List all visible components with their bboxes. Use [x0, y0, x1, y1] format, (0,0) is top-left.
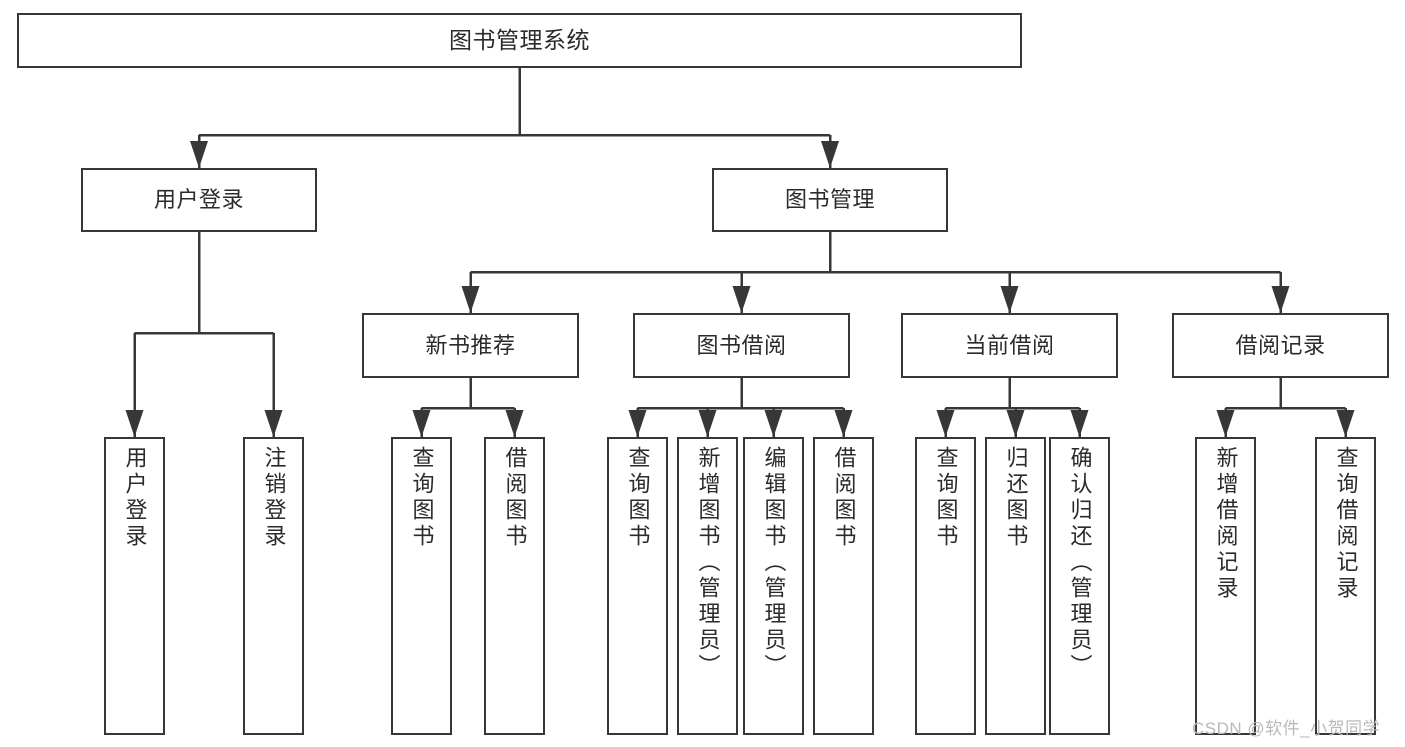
node-leaf-confirm-return[interactable]: 确认归还（管理员）	[1049, 437, 1110, 735]
node-book-borrow[interactable]: 图书借阅	[633, 313, 850, 378]
node-label: 确认归还（管理员）	[1067, 446, 1093, 680]
node-label: 编辑图书（管理员）	[761, 446, 787, 680]
node-leaf-add-record[interactable]: 新增借阅记录	[1195, 437, 1256, 735]
node-leaf-edit-book[interactable]: 编辑图书（管理员）	[743, 437, 804, 735]
node-label: 借阅记录	[1235, 332, 1326, 358]
node-label: 查询图书	[625, 446, 651, 550]
node-label: 借阅图书	[502, 446, 528, 550]
node-leaf-query-book-1[interactable]: 查询图书	[391, 437, 452, 735]
node-leaf-query-book-2[interactable]: 查询图书	[607, 437, 668, 735]
node-label: 新书推荐	[425, 332, 516, 358]
node-leaf-borrow-book-2[interactable]: 借阅图书	[813, 437, 874, 735]
node-book-manage[interactable]: 图书管理	[712, 168, 948, 232]
node-leaf-borrow-book-1[interactable]: 借阅图书	[484, 437, 545, 735]
node-label: 查询图书	[933, 446, 959, 550]
node-leaf-query-book-3[interactable]: 查询图书	[915, 437, 976, 735]
node-label: 新增借阅记录	[1213, 446, 1239, 602]
node-root-book-management-system[interactable]: 图书管理系统	[17, 13, 1022, 68]
node-label: 注销登录	[261, 446, 287, 550]
node-label: 用户登录	[122, 446, 148, 550]
node-leaf-user-login[interactable]: 用户登录	[104, 437, 165, 735]
node-leaf-query-record[interactable]: 查询借阅记录	[1315, 437, 1376, 735]
node-label: 用户登录	[153, 187, 244, 213]
node-new-book-recommend[interactable]: 新书推荐	[362, 313, 579, 378]
node-leaf-return-book[interactable]: 归还图书	[985, 437, 1046, 735]
node-label: 当前借阅	[964, 332, 1055, 358]
node-label: 图书借阅	[696, 332, 787, 358]
node-current-borrow[interactable]: 当前借阅	[901, 313, 1118, 378]
node-borrow-record[interactable]: 借阅记录	[1172, 313, 1389, 378]
node-label: 查询借阅记录	[1333, 446, 1359, 602]
csdn-watermark: CSDN @软件_小贺同学	[1192, 719, 1381, 738]
node-user-login[interactable]: 用户登录	[81, 168, 317, 232]
node-label: 图书管理	[784, 187, 875, 213]
node-label: 归还图书	[1003, 446, 1029, 550]
node-label: 图书管理系统	[449, 26, 590, 53]
node-leaf-user-logout[interactable]: 注销登录	[243, 437, 304, 735]
node-label: 借阅图书	[831, 446, 857, 550]
node-leaf-add-book[interactable]: 新增图书（管理员）	[677, 437, 738, 735]
node-label: 查询图书	[409, 446, 435, 550]
node-label: 新增图书（管理员）	[695, 446, 721, 680]
